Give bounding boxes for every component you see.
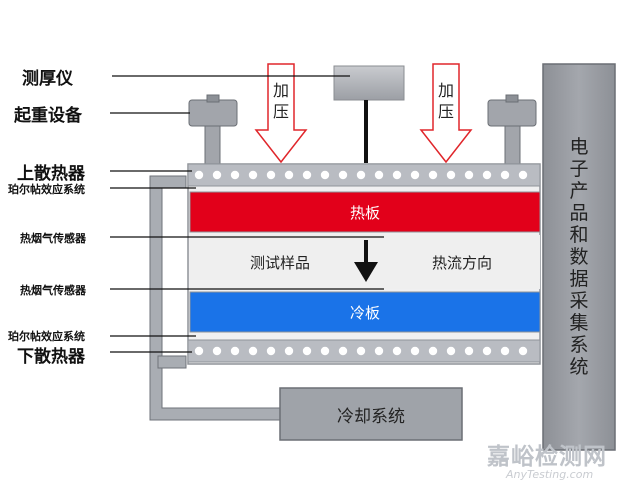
lifting-device-left: [188, 94, 238, 165]
lower-radiator-holes: [194, 346, 528, 356]
leader-lines: [110, 75, 384, 353]
pressure-label-right: 加压: [437, 81, 454, 121]
radiator-hole: [410, 170, 420, 180]
cold-plate-label: 冷板: [349, 304, 380, 322]
radiator-hole: [464, 170, 474, 180]
lifting-device-right: [487, 94, 537, 165]
label-smoke-sensor-top: 热烟气传感器: [20, 232, 86, 245]
radiator-hole: [446, 346, 456, 356]
radiator-hole: [194, 346, 204, 356]
label-lifting-device: 起重设备: [14, 106, 82, 126]
label-lower-radiator: 下散热器: [17, 347, 85, 367]
heat-flow-arrow-head: [354, 262, 378, 282]
radiator-hole: [374, 170, 384, 180]
radiator-hole: [392, 170, 402, 180]
watermark-cn: 嘉峪检测网: [487, 444, 607, 470]
data-acquisition-label: 电子产品和数据采集系统: [569, 136, 589, 378]
watermark-en: AnyTesting.com: [506, 468, 594, 481]
radiator-hole: [194, 170, 204, 180]
upper-radiator-holes: [194, 170, 528, 180]
cooling-system-label: 冷却系统: [337, 407, 405, 427]
radiator-hole: [320, 170, 330, 180]
label-peltier-top: 珀尔帖效应系统: [8, 183, 85, 196]
radiator-hole: [428, 170, 438, 180]
label-thickness-gauge: 测厚仪: [22, 69, 73, 89]
radiator-hole: [482, 346, 492, 356]
radiator-hole: [230, 170, 240, 180]
hot-plate-label: 热板: [349, 204, 380, 222]
radiator-hole: [230, 346, 240, 356]
radiator-hole: [302, 346, 312, 356]
radiator-hole: [284, 346, 294, 356]
cooling-system-box: [279, 387, 463, 441]
radiator-hole: [266, 170, 276, 180]
radiator-hole: [500, 170, 510, 180]
thickness-gauge: [333, 65, 405, 101]
radiator-hole: [320, 346, 330, 356]
radiator-hole: [482, 170, 492, 180]
heat-flow-label: 热流方向: [431, 254, 492, 272]
radiator-hole: [212, 346, 222, 356]
radiator-hole: [500, 346, 510, 356]
pressure-arrow-left: [254, 63, 308, 164]
radiator-hole: [374, 346, 384, 356]
radiator-hole: [464, 346, 474, 356]
radiator-hole: [410, 346, 420, 356]
radiator-hole: [212, 170, 222, 180]
radiator-hole: [266, 346, 276, 356]
test-sample-label: 测试样品: [249, 254, 310, 272]
radiator-hole: [446, 170, 456, 180]
radiator-hole: [248, 346, 258, 356]
radiator-hole: [338, 170, 348, 180]
radiator-hole: [518, 170, 528, 180]
radiator-hole: [356, 170, 366, 180]
pressure-arrow-right: [419, 63, 473, 164]
radiator-hole: [428, 346, 438, 356]
radiator-hole: [284, 170, 294, 180]
cold-plate: [189, 291, 541, 333]
label-smoke-sensor-bottom: 热烟气传感器: [20, 284, 86, 297]
label-peltier-bottom: 珀尔帖效应系统: [8, 330, 85, 343]
radiator-hole: [392, 346, 402, 356]
radiator-hole: [338, 346, 348, 356]
pressure-label-left: 加压: [272, 81, 289, 121]
radiator-hole: [248, 170, 258, 180]
radiator-hole: [518, 346, 528, 356]
data-acquisition-system: [542, 63, 616, 451]
radiator-hole: [302, 170, 312, 180]
hot-plate: [189, 191, 541, 233]
label-upper-radiator: 上散热器: [17, 164, 85, 184]
radiator-hole: [356, 346, 366, 356]
